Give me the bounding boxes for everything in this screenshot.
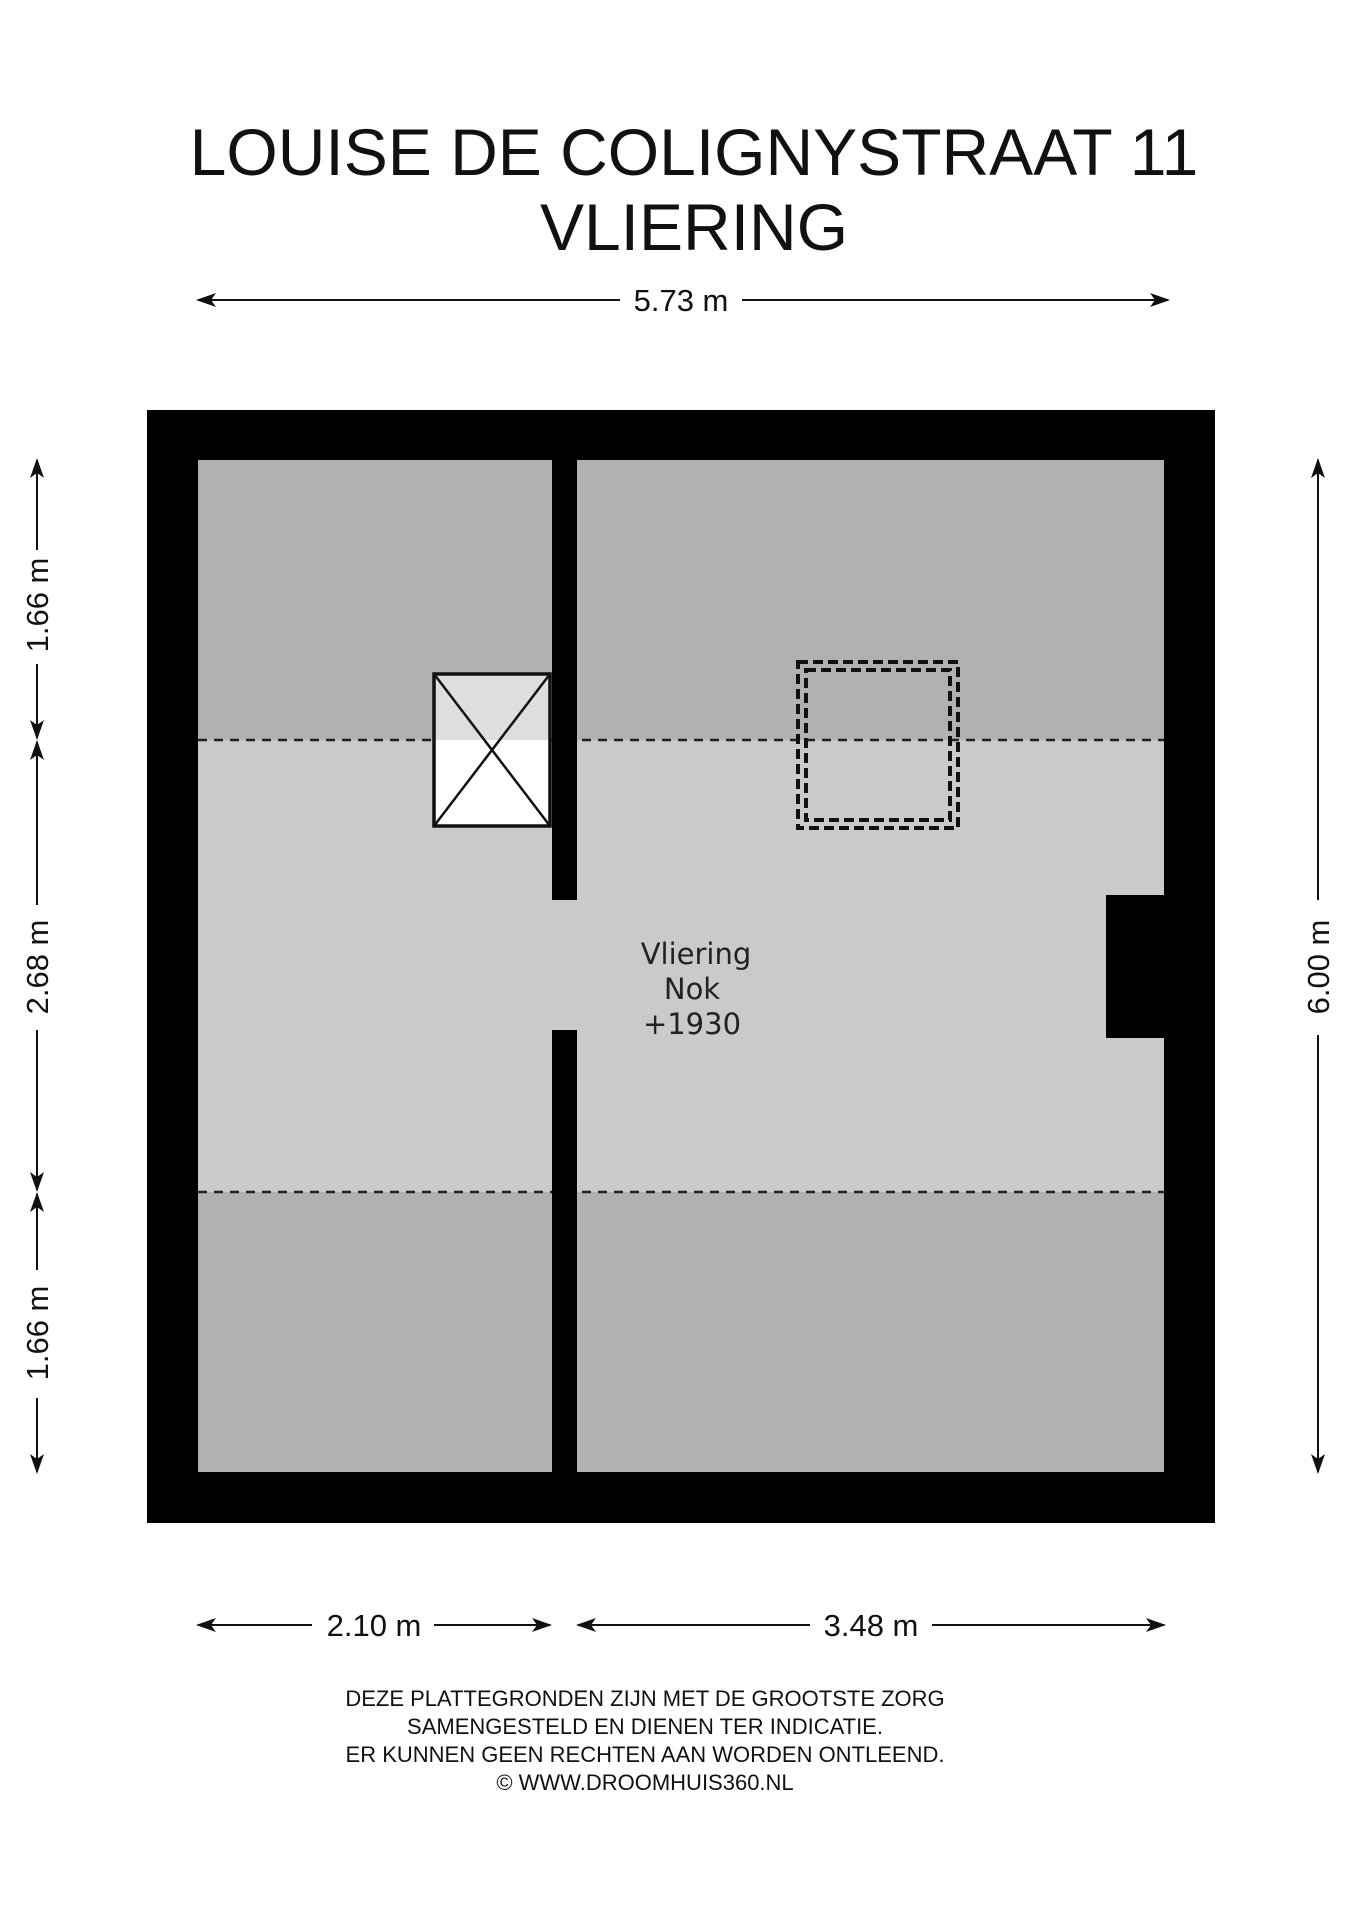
dimension-top-width-label: 5.73 m <box>634 283 729 318</box>
chimney-block <box>1106 895 1166 1038</box>
dimension-left-middle-label: 2.68 m <box>20 920 55 1015</box>
dimension-bottom-left-label: 2.10 m <box>327 1608 422 1643</box>
roof-window <box>796 660 960 830</box>
disclaimer-copyright: © WWW.DROOMHUIS360.NL <box>496 1770 793 1795</box>
partition-wall-lower <box>552 1030 577 1472</box>
dimension-bottom-right: 3.48 m <box>576 1608 1166 1643</box>
room-ridge-height: +1930 <box>643 1007 741 1041</box>
dimension-right-height-label: 6.00 m <box>1301 920 1336 1015</box>
room-ridge-label: Nok <box>664 972 720 1006</box>
dimension-left-top-label: 1.66 m <box>20 558 55 653</box>
disclaimer-line-2: SAMENGESTELD EN DIENEN TER INDICATIE. <box>407 1714 883 1739</box>
partition-wall-upper <box>552 460 577 900</box>
dimension-left-middle: 2.68 m <box>20 740 55 1192</box>
disclaimer-line-3: ER KUNNEN GEEN RECHTEN AAN WORDEN ONTLEE… <box>346 1742 945 1767</box>
zone-low-ceiling-bottom <box>198 1192 1164 1472</box>
plan-title-address: LOUISE DE COLIGNYSTRAAT 11 <box>190 115 1199 189</box>
dimension-bottom-left: 2.10 m <box>196 1608 552 1643</box>
dimension-bottom-right-label: 3.48 m <box>824 1608 919 1643</box>
disclaimer-line-1: DEZE PLATTEGRONDEN ZIJN MET DE GROOTSTE … <box>345 1686 944 1711</box>
plan-title-floor: VLIERING <box>540 190 848 264</box>
dimension-left-top: 1.66 m <box>20 458 55 740</box>
zone-low-ceiling-top <box>198 460 1164 740</box>
zone-full-height <box>198 740 1164 1192</box>
stair-opening <box>432 672 552 828</box>
dimension-top-width: 5.73 m <box>196 283 1170 318</box>
dimension-left-bottom-label: 1.66 m <box>20 1286 55 1381</box>
room-name: Vliering <box>641 937 752 971</box>
dimension-left-bottom: 1.66 m <box>20 1192 55 1474</box>
dimension-right-height: 6.00 m <box>1301 458 1336 1474</box>
